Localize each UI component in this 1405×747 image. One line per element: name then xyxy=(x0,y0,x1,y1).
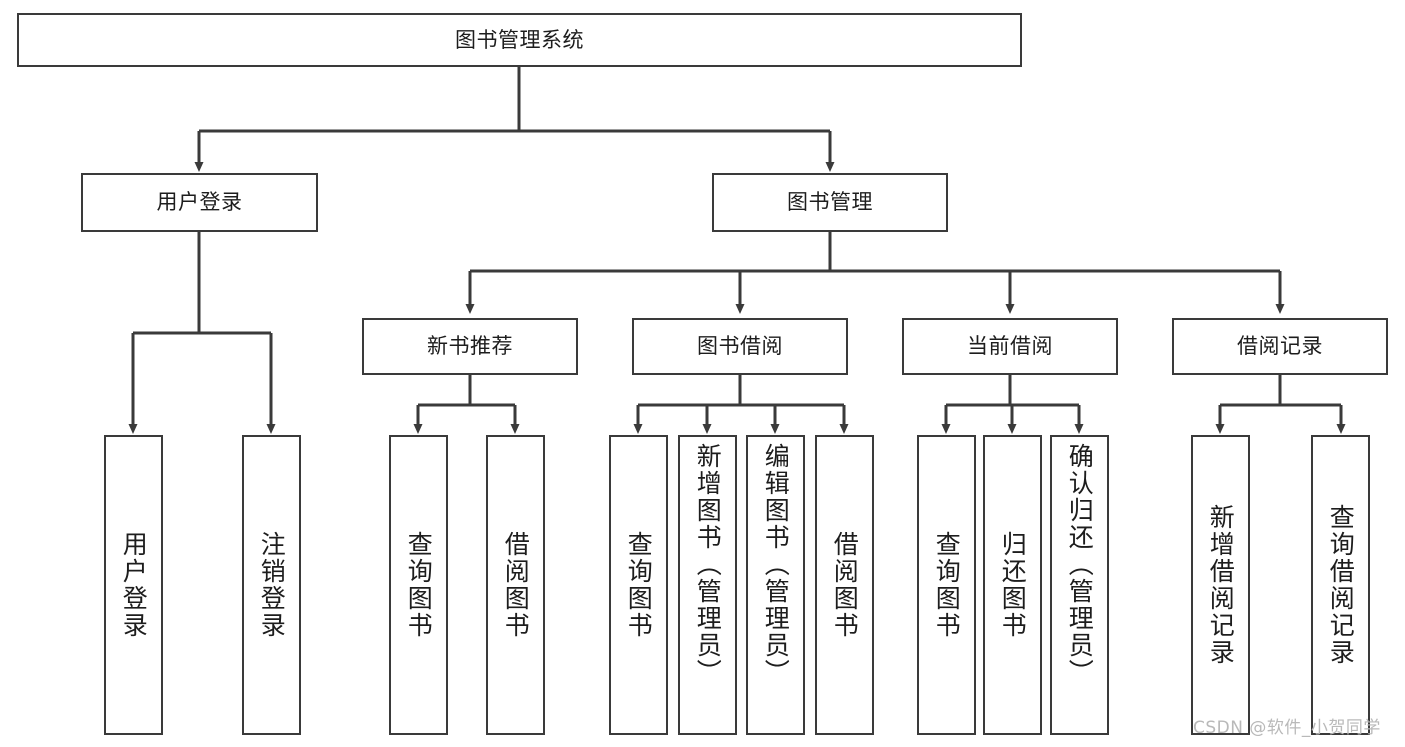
node-label: 借阅记录 xyxy=(1237,334,1323,359)
node-label: 注销登录 xyxy=(257,531,287,639)
node-leaf-borrow-book-recommend[interactable]: 借阅图书 xyxy=(486,435,545,735)
node-label: 借阅图书 xyxy=(830,531,860,639)
node-label: 借阅图书 xyxy=(501,531,531,639)
node-book-borrow[interactable]: 图书借阅 xyxy=(632,318,848,375)
node-label: 查询图书 xyxy=(624,531,654,639)
node-leaf-query-borrow-record[interactable]: 查询借阅记录 xyxy=(1311,435,1370,735)
node-new-book-recommend[interactable]: 新书推荐 xyxy=(362,318,578,375)
node-label: 查询图书 xyxy=(404,531,434,639)
node-label: 图书借阅 xyxy=(697,334,783,359)
node-root-system[interactable]: 图书管理系统 xyxy=(17,13,1022,67)
node-label: 归还图书 xyxy=(998,531,1028,639)
node-leaf-user-logout[interactable]: 注销登录 xyxy=(242,435,301,735)
node-leaf-query-book-borrow[interactable]: 查询图书 xyxy=(609,435,668,735)
node-leaf-confirm-return-admin[interactable]: 确认归还（管理员） xyxy=(1050,435,1109,735)
node-borrow-record[interactable]: 借阅记录 xyxy=(1172,318,1388,375)
node-leaf-return-book[interactable]: 归还图书 xyxy=(983,435,1042,735)
node-label: 新增图书（管理员） xyxy=(693,443,723,686)
node-label: 新书推荐 xyxy=(427,334,513,359)
node-label: 查询借阅记录 xyxy=(1326,504,1356,666)
node-leaf-add-book-admin[interactable]: 新增图书（管理员） xyxy=(678,435,737,735)
node-book-management[interactable]: 图书管理 xyxy=(712,173,948,232)
node-leaf-user-login[interactable]: 用户登录 xyxy=(104,435,163,735)
node-leaf-query-book-current[interactable]: 查询图书 xyxy=(917,435,976,735)
watermark: CSDN @软件_小贺同学 xyxy=(1193,718,1381,738)
node-label: 当前借阅 xyxy=(967,334,1053,359)
node-user-login[interactable]: 用户登录 xyxy=(81,173,318,232)
node-label: 用户登录 xyxy=(156,190,243,215)
node-label: 确认归还（管理员） xyxy=(1065,443,1095,686)
node-label: 新增借阅记录 xyxy=(1206,504,1236,666)
node-leaf-add-borrow-record[interactable]: 新增借阅记录 xyxy=(1191,435,1250,735)
node-leaf-query-book-recommend[interactable]: 查询图书 xyxy=(389,435,448,735)
node-current-borrow[interactable]: 当前借阅 xyxy=(902,318,1118,375)
node-leaf-borrow-book[interactable]: 借阅图书 xyxy=(815,435,874,735)
node-label: 图书管理 xyxy=(787,190,873,215)
node-label: 图书管理系统 xyxy=(455,27,584,52)
node-leaf-edit-book-admin[interactable]: 编辑图书（管理员） xyxy=(746,435,805,735)
node-label: 查询图书 xyxy=(932,531,962,639)
node-label: 编辑图书（管理员） xyxy=(761,443,791,686)
node-label: 用户登录 xyxy=(119,531,149,639)
